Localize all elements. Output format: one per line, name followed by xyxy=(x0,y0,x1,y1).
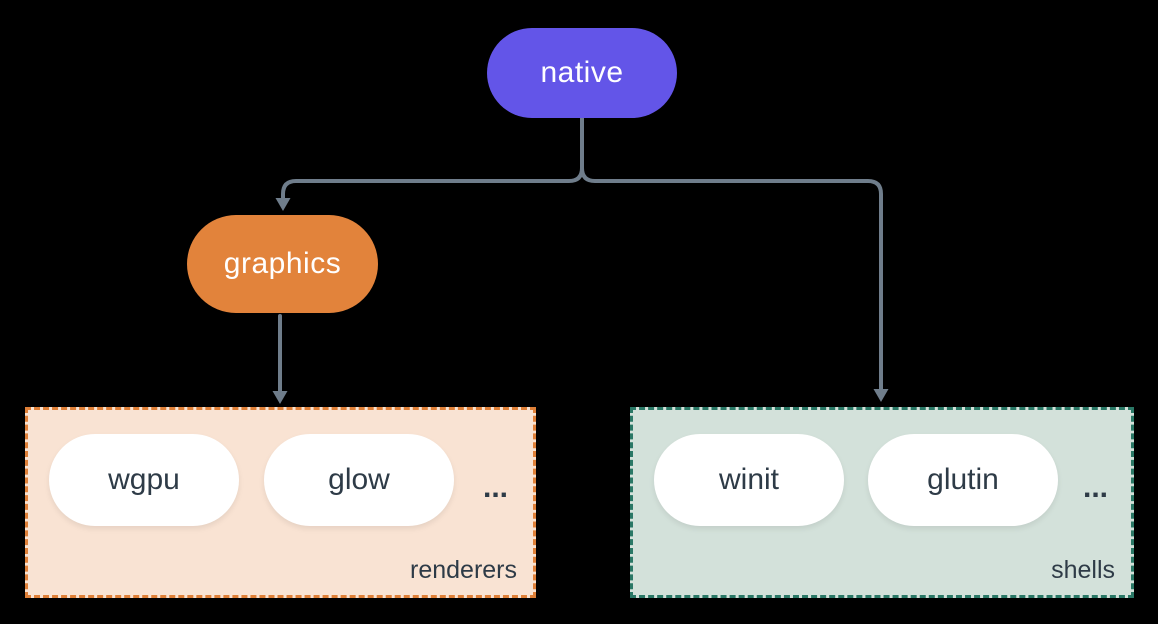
arrowhead-to-graphics xyxy=(275,198,291,211)
shells-group-label: shells xyxy=(1051,556,1115,584)
chip-winit-label: winit xyxy=(718,463,779,496)
edge-native-to-shells xyxy=(580,116,883,392)
node-native-label: native xyxy=(540,56,624,89)
chip-wgpu: wgpu xyxy=(49,434,239,526)
renderers-ellipsis: ... xyxy=(482,471,508,504)
node-native: native xyxy=(487,28,677,118)
shells-ellipsis: ... xyxy=(1082,471,1108,504)
chip-glutin: glutin xyxy=(868,434,1058,526)
arrowhead-to-renderers xyxy=(272,391,288,404)
edge-native-to-graphics xyxy=(281,116,584,201)
arrowhead-to-shells xyxy=(873,389,889,402)
chip-glow-label: glow xyxy=(328,463,390,496)
chip-wgpu-label: wgpu xyxy=(108,463,180,496)
node-graphics-label: graphics xyxy=(223,247,342,280)
group-renderers: wgpu glow ... renderers xyxy=(25,407,536,598)
chip-glow: glow xyxy=(264,434,454,526)
node-graphics: graphics xyxy=(187,215,378,313)
group-shells: winit glutin ... shells xyxy=(630,407,1134,598)
chip-glutin-label: glutin xyxy=(927,463,999,496)
chip-winit: winit xyxy=(654,434,844,526)
renderers-group-label: renderers xyxy=(410,556,517,584)
